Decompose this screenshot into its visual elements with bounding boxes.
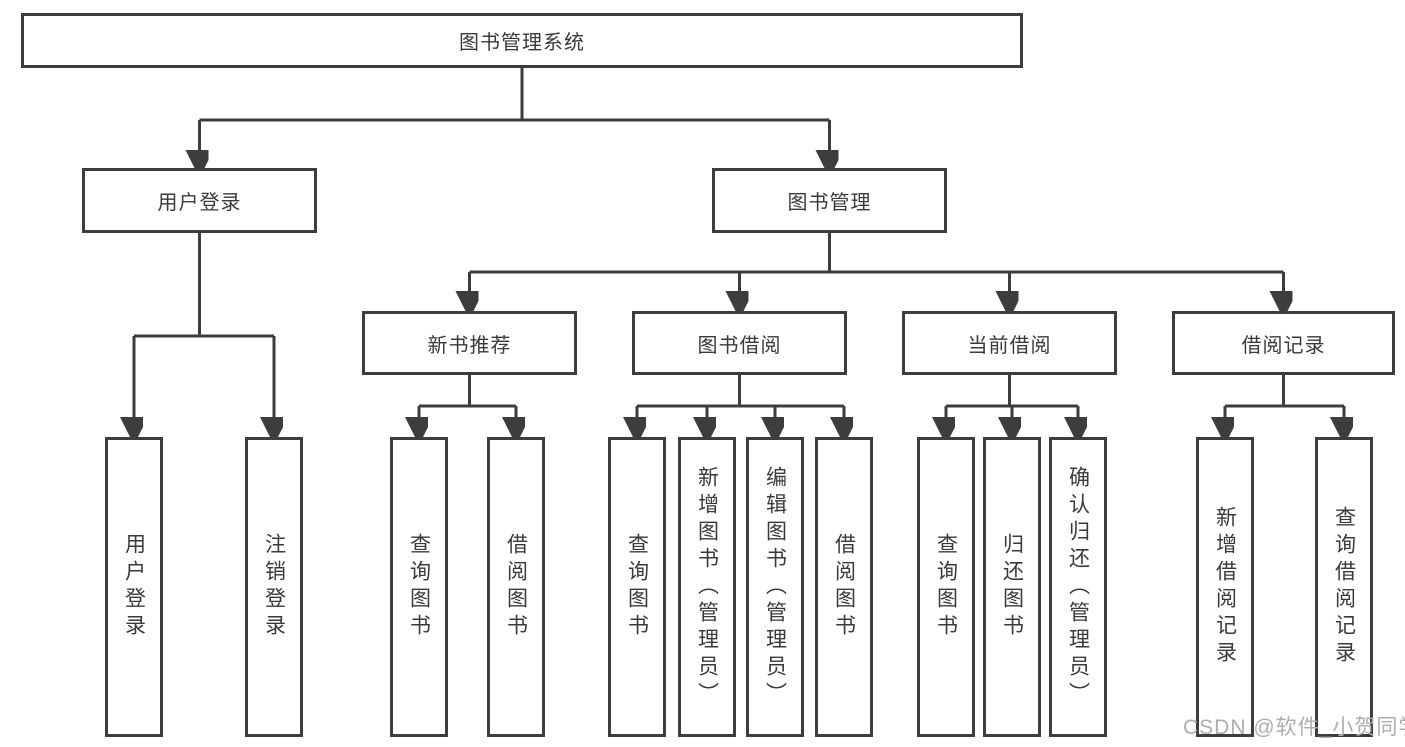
csdn-watermark: CSDN @软件_小贺同学 (1183, 716, 1405, 739)
node-book-borrow: 图书借阅 (632, 311, 847, 375)
node-label: 确认归还（管理员） (1066, 465, 1090, 709)
node-label: 新增借阅记录 (1213, 506, 1237, 668)
leaf-query-book: 查询图书 (917, 437, 975, 737)
leaf-query-book: 查询图书 (390, 437, 448, 737)
node-label: 借阅图书 (832, 533, 856, 641)
leaf-add-borrow-record: 新增借阅记录 (1196, 437, 1254, 737)
node-label: 用户登录 (122, 533, 146, 641)
node-current-borrow: 当前借阅 (902, 311, 1117, 375)
node-label: 查询图书 (934, 533, 958, 641)
node-label: 借阅图书 (504, 533, 528, 641)
node-label: 注销登录 (262, 533, 286, 641)
leaf-borrow-book: 借阅图书 (815, 437, 873, 737)
leaf-return-book: 归还图书 (983, 437, 1041, 737)
node-label: 新增图书（管理员） (695, 465, 719, 709)
node-book-management: 图书管理 (712, 168, 947, 233)
leaf-query-book: 查询图书 (608, 437, 666, 737)
node-borrow-record: 借阅记录 (1172, 311, 1395, 375)
leaf-user-login: 用户登录 (105, 437, 163, 737)
node-label: 查询图书 (407, 533, 431, 641)
leaf-borrow-book: 借阅图书 (487, 437, 545, 737)
node-label: 查询图书 (625, 533, 649, 641)
node-label: 新书推荐 (427, 334, 512, 357)
node-label: 图书借阅 (697, 334, 782, 357)
leaf-confirm-return-admin: 确认归还（管理员） (1049, 437, 1107, 737)
node-label: 用户登录 (157, 192, 242, 214)
node-new-book-recommend: 新书推荐 (362, 311, 577, 375)
leaf-logout: 注销登录 (245, 437, 303, 737)
node-label: 当前借阅 (967, 334, 1052, 357)
node-label: 图书管理 (787, 192, 872, 214)
leaf-edit-book-admin: 编辑图书（管理员） (746, 437, 804, 737)
node-label: 编辑图书（管理员） (763, 465, 787, 709)
leaf-query-borrow-record: 查询借阅记录 (1315, 437, 1373, 737)
node-system-root: 图书管理系统 (21, 13, 1023, 68)
node-label: 借阅记录 (1241, 334, 1326, 357)
node-label: 查询借阅记录 (1332, 506, 1356, 668)
leaf-add-book-admin: 新增图书（管理员） (678, 437, 736, 737)
node-user-login: 用户登录 (82, 168, 317, 233)
node-label: 图书管理系统 (459, 32, 585, 54)
node-label: 归还图书 (1000, 533, 1024, 641)
